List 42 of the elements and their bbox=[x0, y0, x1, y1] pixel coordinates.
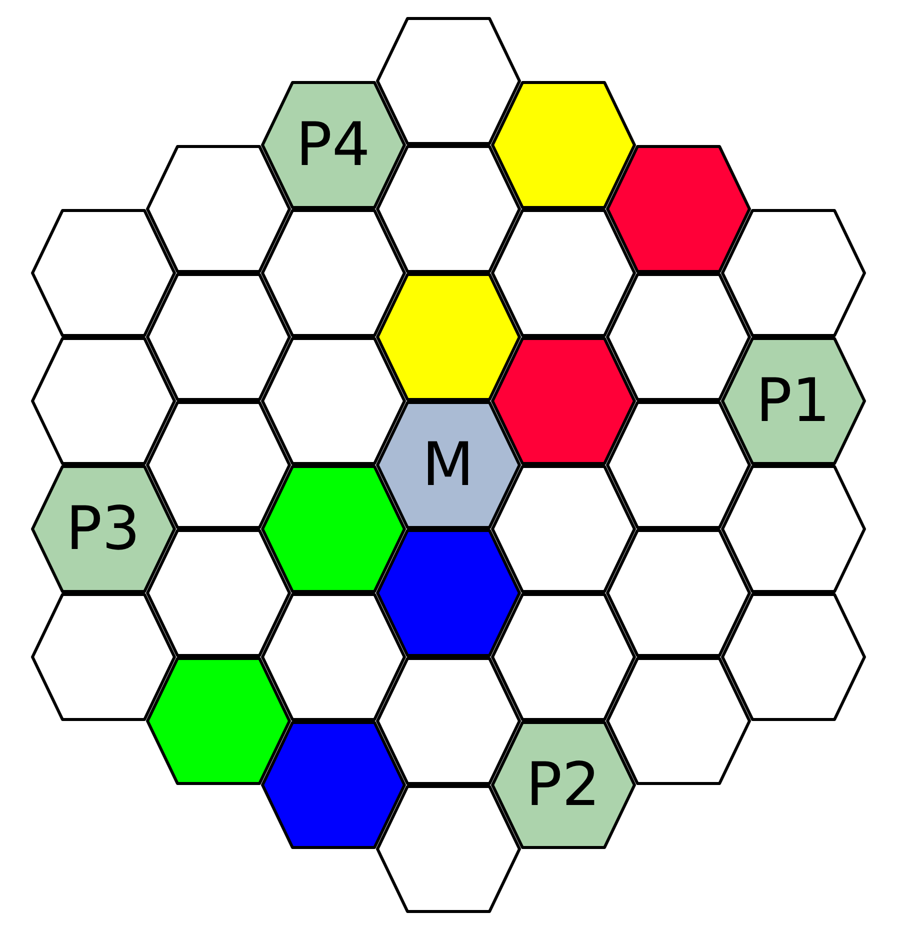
hex-tile bbox=[30, 593, 176, 721]
hex-tile bbox=[720, 337, 866, 465]
tile-label: P2 bbox=[526, 755, 600, 815]
hex-tile bbox=[30, 465, 176, 593]
hex-tile bbox=[146, 145, 290, 273]
hex-tile bbox=[260, 593, 406, 721]
hex-tile bbox=[30, 209, 176, 337]
hex-tile bbox=[260, 465, 406, 593]
hex-tile bbox=[606, 401, 750, 529]
hex-tile bbox=[376, 401, 520, 529]
tile-label: M bbox=[422, 435, 474, 495]
hex-tile bbox=[146, 273, 290, 401]
hex-tile bbox=[606, 273, 750, 401]
hex-tile bbox=[376, 785, 520, 913]
hex-tile bbox=[490, 337, 636, 465]
hex-tile bbox=[490, 209, 636, 337]
tile-label: P1 bbox=[756, 371, 830, 431]
tile-label: P3 bbox=[66, 499, 140, 559]
hex-tile bbox=[490, 81, 636, 209]
hex-tile bbox=[376, 529, 520, 657]
hex-tile bbox=[490, 465, 636, 593]
hex-tile bbox=[376, 17, 520, 145]
hex-tile bbox=[720, 593, 866, 721]
hex-tile bbox=[260, 337, 406, 465]
hex-tile bbox=[720, 465, 866, 593]
hex-tile bbox=[606, 529, 750, 657]
hex-tile bbox=[146, 529, 290, 657]
hex-tile bbox=[376, 657, 520, 785]
hex-tile bbox=[606, 657, 750, 785]
hex-tile bbox=[376, 273, 520, 401]
hex-tile bbox=[146, 401, 290, 529]
hex-tile bbox=[606, 145, 750, 273]
hex-tile bbox=[260, 721, 406, 849]
hex-tile bbox=[490, 593, 636, 721]
hex-tile bbox=[260, 81, 406, 209]
hex-tile bbox=[376, 145, 520, 273]
hex-tile bbox=[146, 657, 290, 785]
hex-tile bbox=[260, 209, 406, 337]
hex-tile bbox=[720, 209, 866, 337]
hex-tile bbox=[30, 337, 176, 465]
tile-label: P4 bbox=[296, 115, 370, 175]
hex-tile bbox=[490, 721, 636, 849]
